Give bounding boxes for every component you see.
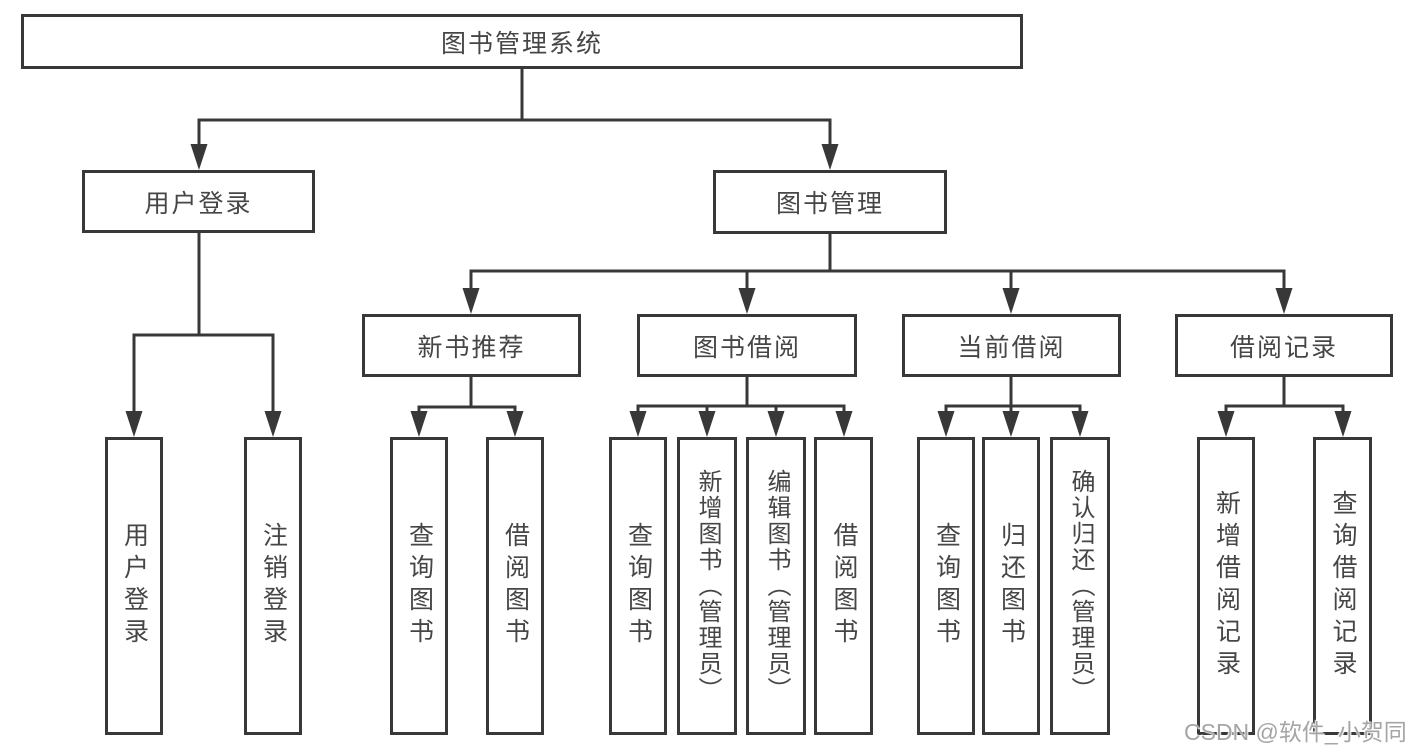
node-leaf-login: 用户登录 xyxy=(105,437,163,735)
node-leaf-records-add-record: 新增借阅记录 xyxy=(1197,437,1255,735)
node-user-login: 用户登录 xyxy=(82,170,315,233)
node-leaf-borrow-add-books: 新增图书（管理员） xyxy=(677,437,737,735)
node-root-library-system-label: 图书管理系统 xyxy=(440,29,603,58)
node-book-borrow: 图书借阅 xyxy=(637,314,857,377)
node-current-borrow-label: 当前借阅 xyxy=(957,333,1066,362)
connector-current-to-children xyxy=(944,377,1082,414)
node-root-library-system: 图书管理系统 xyxy=(21,14,1023,69)
connector-borrow-to-children xyxy=(636,377,846,414)
node-leaf-recommend-query-books: 查询图书 xyxy=(390,437,448,735)
node-current-borrow: 当前借阅 xyxy=(902,314,1121,377)
node-new-book-recommend-label: 新书推荐 xyxy=(417,333,526,362)
connector-records-to-children xyxy=(1224,377,1345,414)
node-borrow-records: 借阅记录 xyxy=(1175,314,1393,377)
node-leaf-borrow-query-books-label: 查询图书 xyxy=(624,522,653,650)
node-user-login-label: 用户登录 xyxy=(144,189,253,218)
connector-user-login-to-children xyxy=(132,233,275,414)
arrowheads xyxy=(125,144,1352,437)
node-book-borrow-label: 图书借阅 xyxy=(692,333,801,362)
node-leaf-current-return-books: 归还图书 xyxy=(982,437,1040,735)
node-leaf-logout: 注销登录 xyxy=(244,437,302,735)
node-borrow-records-label: 借阅记录 xyxy=(1229,333,1338,362)
node-leaf-borrow-edit-books: 编辑图书（管理员） xyxy=(746,437,806,735)
node-book-mgmt-label: 图书管理 xyxy=(775,190,884,218)
node-new-book-recommend: 新书推荐 xyxy=(362,314,581,377)
node-leaf-borrow-borrow-books-label: 借阅图书 xyxy=(830,522,858,650)
node-leaf-borrow-borrow-books: 借阅图书 xyxy=(814,437,873,735)
node-leaf-current-confirm-return-label: 确认归还（管理员） xyxy=(1067,469,1094,703)
node-leaf-recommend-query-books-label: 查询图书 xyxy=(405,522,434,650)
node-leaf-current-query-books-label: 查询图书 xyxy=(932,522,961,650)
csdn-watermark: CSDN @软件_小贺同学 xyxy=(1184,719,1405,745)
node-leaf-borrow-add-books-label: 新增图书（管理员） xyxy=(694,469,721,703)
connector-book-mgmt-to-level2 xyxy=(469,234,1286,290)
node-leaf-current-confirm-return: 确认归还（管理员） xyxy=(1050,437,1110,735)
node-leaf-logout-label: 注销登录 xyxy=(259,522,288,650)
node-leaf-login-label: 用户登录 xyxy=(120,522,149,650)
node-leaf-records-query-record-label: 查询借阅记录 xyxy=(1329,490,1357,682)
node-book-mgmt: 图书管理 xyxy=(713,170,947,234)
connector-root-to-level1 xyxy=(197,69,832,146)
node-leaf-borrow-query-books: 查询图书 xyxy=(609,437,667,735)
node-leaf-current-query-books: 查询图书 xyxy=(917,437,975,735)
node-leaf-recommend-borrow-books-label: 借阅图书 xyxy=(501,522,530,650)
connector-recommend-to-children xyxy=(417,377,517,414)
node-leaf-borrow-edit-books-label: 编辑图书（管理员） xyxy=(763,469,790,703)
node-leaf-records-query-record: 查询借阅记录 xyxy=(1313,437,1372,735)
node-leaf-current-return-books-label: 归还图书 xyxy=(997,522,1026,650)
node-leaf-records-add-record-label: 新增借阅记录 xyxy=(1212,490,1241,682)
node-leaf-recommend-borrow-books: 借阅图书 xyxy=(486,437,544,735)
